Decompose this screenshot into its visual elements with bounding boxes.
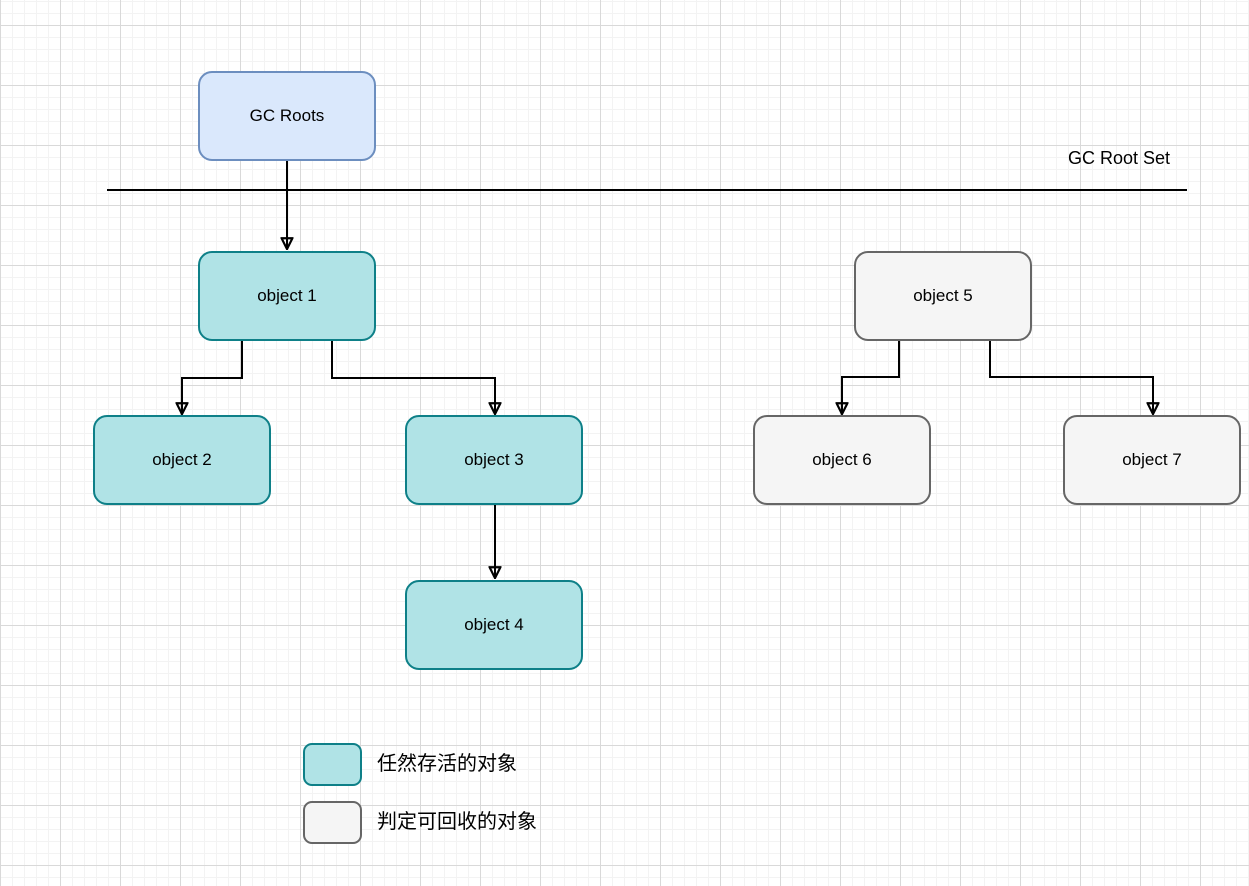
node-label: object 4 xyxy=(464,615,524,634)
edge-object1-object2 xyxy=(182,341,243,413)
edge-object1-object3 xyxy=(331,341,495,413)
node-label: object 7 xyxy=(1122,450,1182,469)
node-gc-roots[interactable]: GC Roots xyxy=(198,71,376,161)
node-object-4[interactable]: object 4 xyxy=(405,580,583,670)
node-label: object 6 xyxy=(812,450,872,469)
node-label: object 5 xyxy=(913,286,973,305)
legend-swatch-surviving[interactable] xyxy=(303,743,362,786)
node-label: object 1 xyxy=(257,286,317,305)
legend-swatch-recyclable[interactable] xyxy=(303,801,362,844)
node-object-1[interactable]: object 1 xyxy=(198,251,376,341)
node-object-2[interactable]: object 2 xyxy=(93,415,271,505)
node-label: GC Roots xyxy=(249,106,325,125)
edge-object5-object7 xyxy=(989,340,1153,413)
node-label: object 2 xyxy=(152,450,212,469)
legend-label-surviving: 任然存活的对象 xyxy=(377,753,517,775)
node-object-7[interactable]: object 7 xyxy=(1063,415,1241,505)
node-object-6[interactable]: object 6 xyxy=(753,415,931,505)
legend-label-recyclable: 判定可回收的对象 xyxy=(377,811,537,833)
node-label: object 3 xyxy=(464,450,524,469)
edge-object5-object6 xyxy=(842,340,900,413)
node-object-3[interactable]: object 3 xyxy=(405,415,583,505)
node-object-5[interactable]: object 5 xyxy=(854,251,1032,341)
gc-root-set-label: GC Root Set xyxy=(1067,148,1170,168)
